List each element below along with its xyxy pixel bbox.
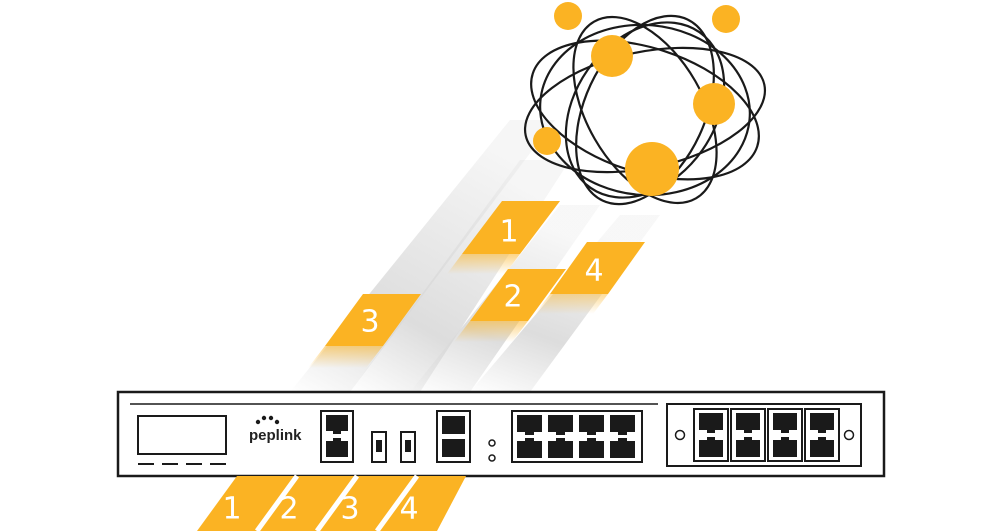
- brand-name: peplink: [249, 427, 302, 444]
- globe-node: [591, 35, 633, 77]
- lower-label-3: 3: [340, 492, 359, 527]
- lower-label-4: 4: [399, 492, 418, 527]
- globe-network-icon: [523, 14, 767, 206]
- link-label-1: 1: [499, 215, 518, 250]
- ethernet-port-icon: [326, 438, 348, 457]
- link-tags-upper: 1 2 3 4: [308, 201, 645, 368]
- globe-node: [693, 83, 735, 125]
- usb-port-icon: [371, 431, 387, 463]
- brand-logo: peplink: [249, 415, 302, 444]
- ethernet-port-icon: [326, 415, 348, 434]
- router-device: peplink: [116, 390, 886, 478]
- lower-label-1: 1: [222, 492, 241, 527]
- sfp-port: [442, 416, 465, 434]
- wan-ports: [517, 415, 635, 458]
- globe-node: [533, 127, 561, 155]
- globe-node: [625, 142, 679, 196]
- lower-label-2: 2: [279, 492, 298, 527]
- globe-node: [712, 5, 740, 33]
- lower-tag-4: 4: [377, 476, 466, 531]
- link-tag-1: 1: [447, 201, 560, 274]
- lcd-display: [137, 415, 227, 455]
- lan-ports: [699, 413, 834, 457]
- link-tags-lower: 1 2 3 4: [197, 474, 466, 531]
- globe-node: [554, 2, 582, 30]
- link-tag-2: 2: [454, 269, 566, 342]
- sfp-port: [442, 439, 465, 457]
- link-label-4: 4: [584, 254, 603, 289]
- link-label-3: 3: [360, 305, 379, 340]
- module-screw: [674, 429, 686, 441]
- link-label-2: 2: [503, 280, 522, 315]
- status-led-icon: [488, 454, 496, 462]
- status-led-icon: [488, 439, 496, 447]
- lower-tag-3: 3: [317, 476, 417, 531]
- link-tag-3: 3: [308, 294, 421, 368]
- globe-nodes: [533, 2, 740, 196]
- link-tag-4: 4: [535, 242, 645, 314]
- module-screw: [843, 429, 855, 441]
- lower-tag-1: 1: [197, 476, 297, 531]
- logo-dots-icon: [255, 415, 280, 425]
- usb-port-icon: [400, 431, 416, 463]
- lower-tag-2: 2: [257, 476, 357, 531]
